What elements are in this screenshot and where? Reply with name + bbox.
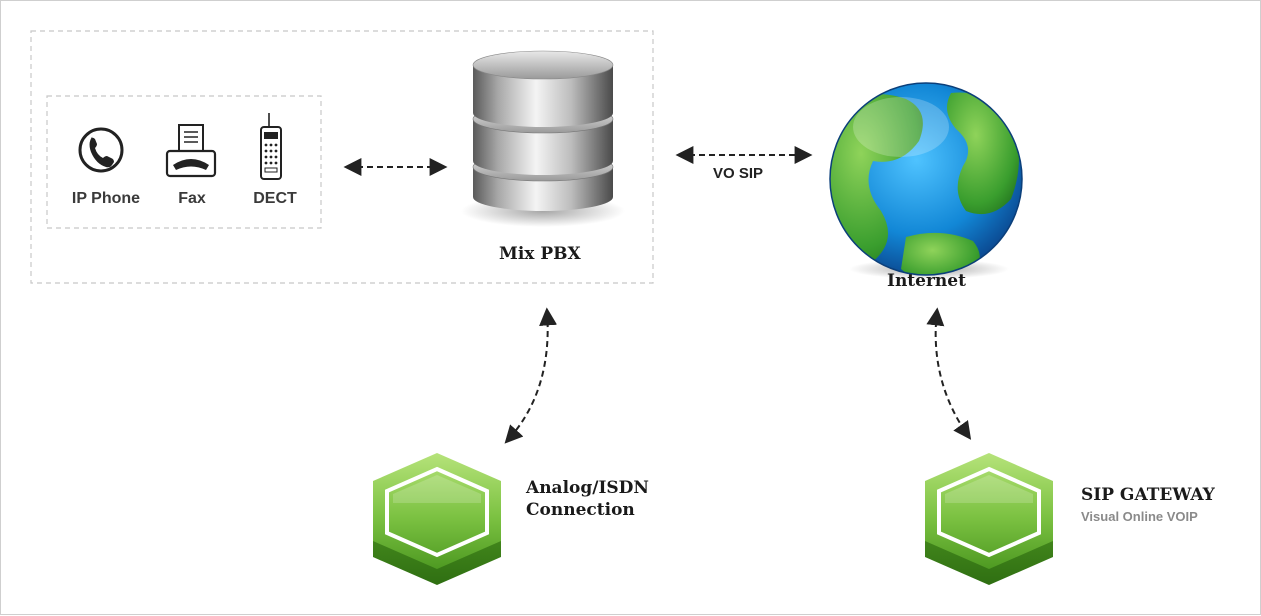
analog-label-line2: Connection [526, 500, 635, 520]
sip-gateway-title: SIP GATEWAY [1081, 485, 1215, 505]
analog-label-line1: Analog/ISDN [526, 478, 649, 498]
pbx-label: Mix PBX [499, 244, 581, 264]
internet-label: Internet [887, 271, 966, 291]
vo-sip-label: VO SIP [713, 165, 764, 182]
sip-gateway-hexagon-icon [925, 453, 1053, 585]
ip-phone-label: IP Phone [71, 190, 141, 207]
sip-gateway-subtitle: Visual Online VOIP [1081, 509, 1198, 524]
pbx-server-icon [461, 50, 625, 227]
fax-icon [165, 124, 217, 178]
ip-phone-icon [78, 127, 124, 173]
local-network-boundary [30, 30, 654, 284]
analog-isdn-hexagon-icon [373, 453, 501, 585]
internet-globe-icon [829, 82, 1023, 279]
dect-icon [260, 113, 282, 180]
endpoint-devices-boundary [46, 95, 322, 229]
internet-to-gateway-connector [926, 307, 972, 440]
pbx-to-analog-connector [504, 307, 558, 444]
fax-label: Fax [178, 190, 206, 207]
dect-label: DECT [253, 190, 297, 207]
